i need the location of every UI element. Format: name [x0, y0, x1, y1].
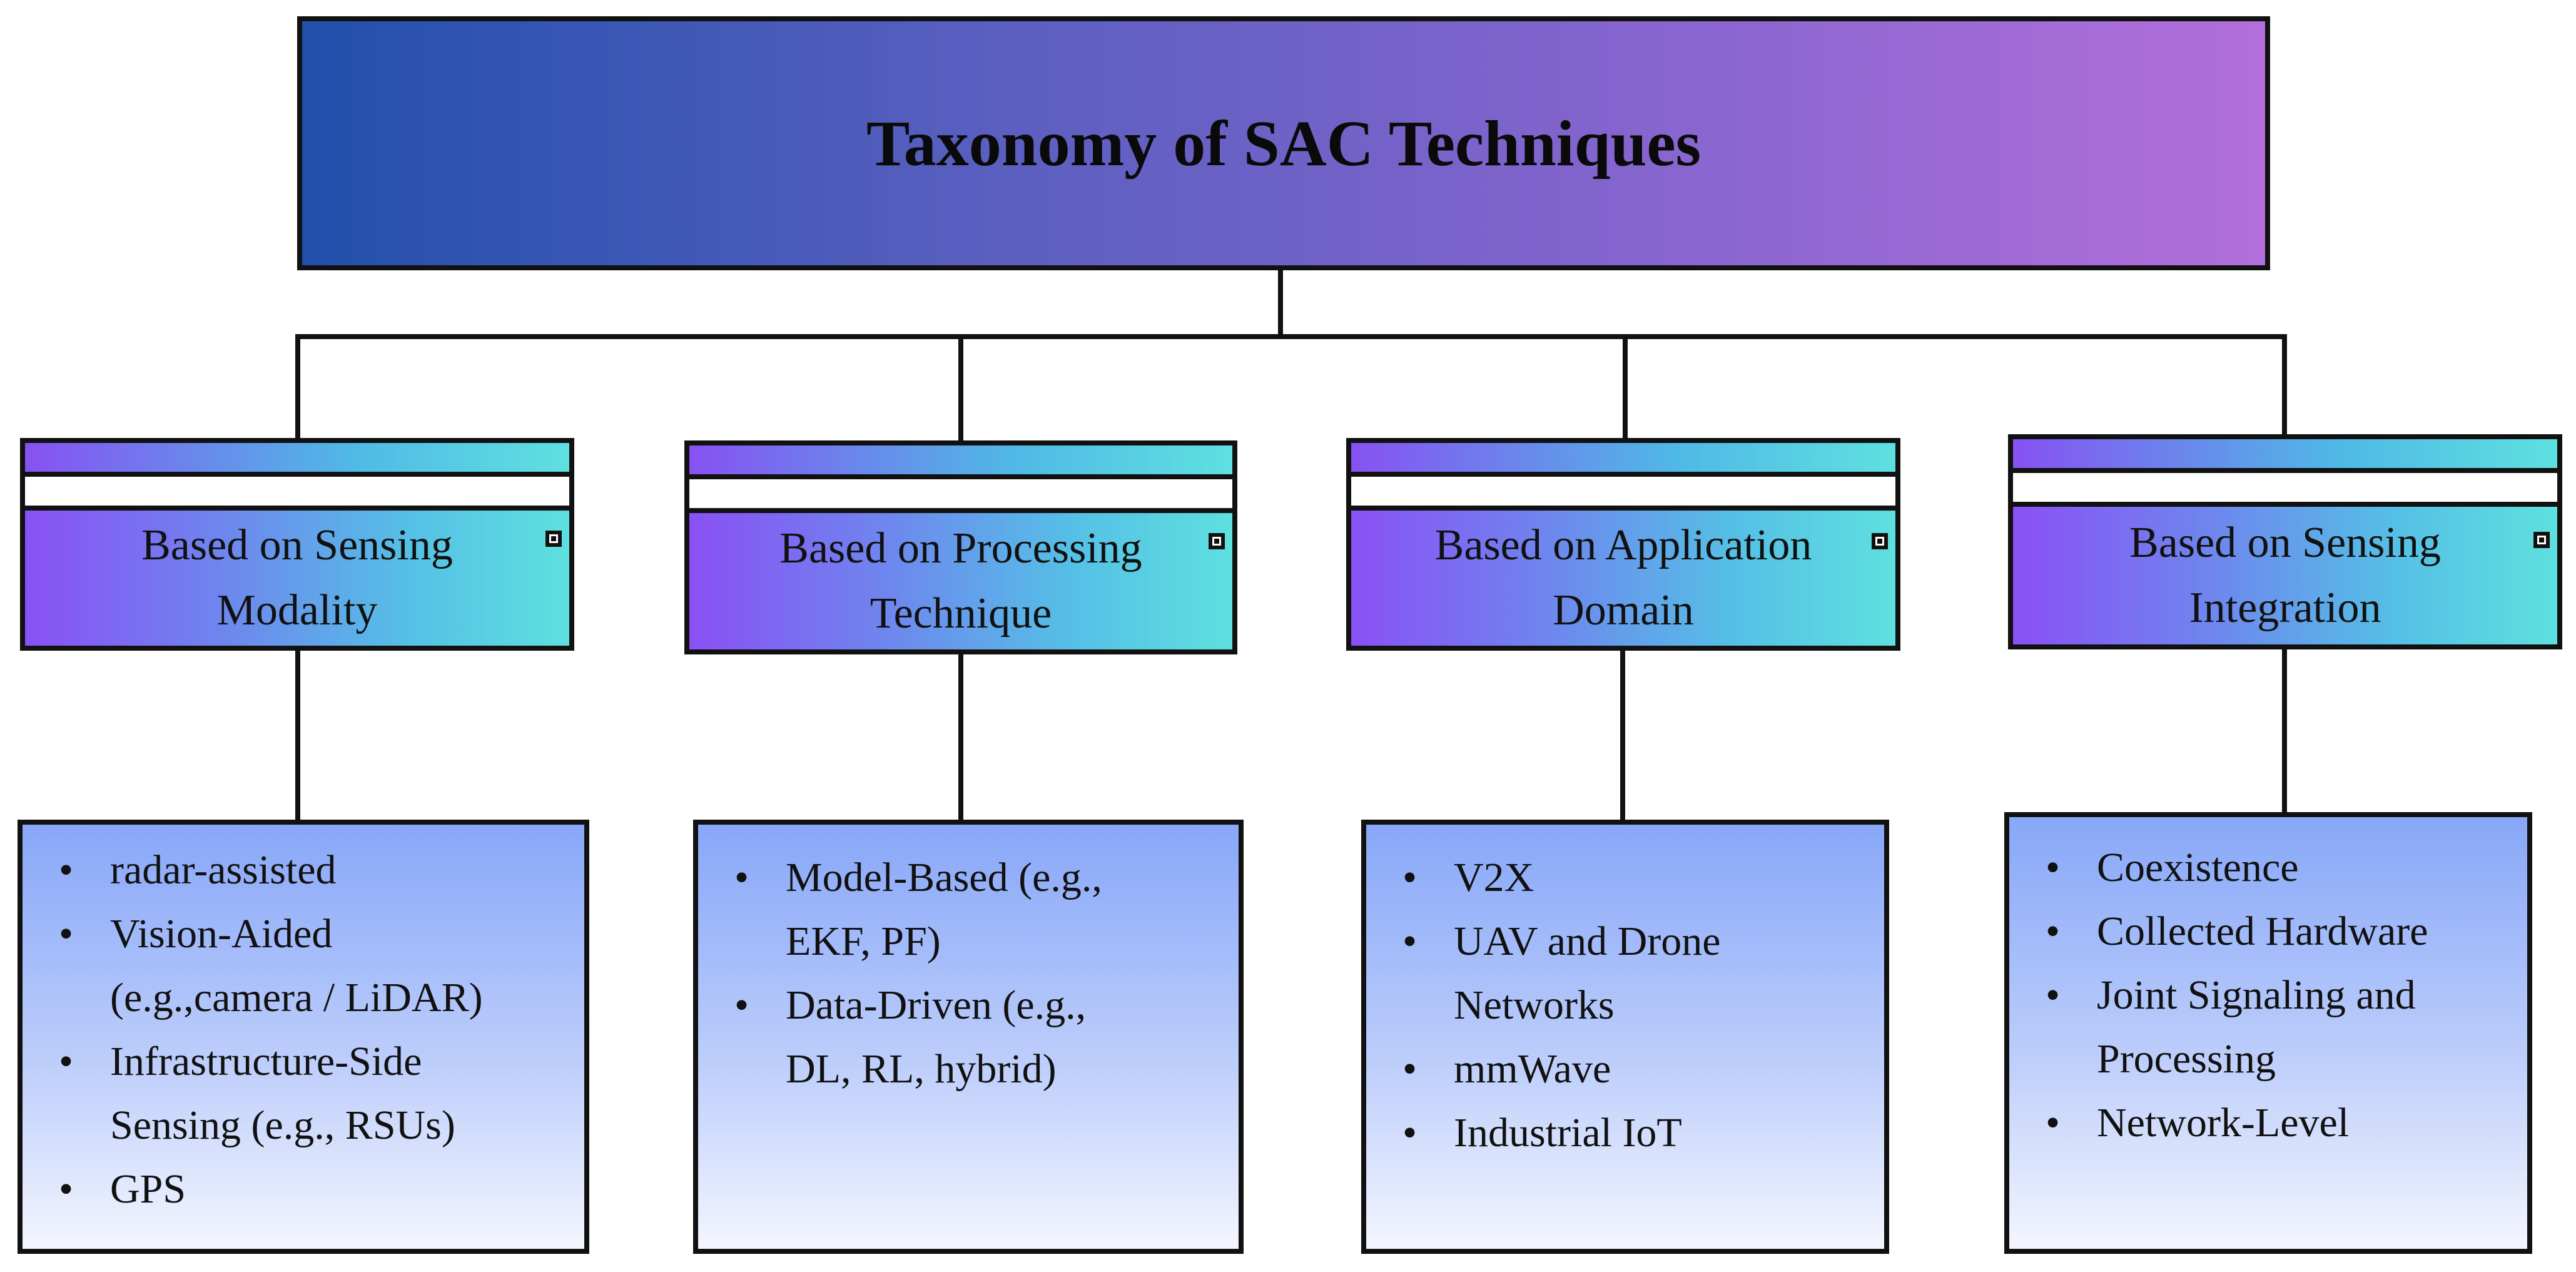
diagram-title-box: Taxonomy of SAC Techniques [297, 16, 2270, 270]
category-1-marker-icon [545, 531, 562, 547]
connector-horizontal-bus [295, 334, 2287, 339]
category-4-accent-band [2008, 434, 2562, 473]
category-3-items-box: V2X UAV and Drone Networks mmWave Indust… [1361, 820, 1889, 1254]
list-item: GPS [23, 1158, 584, 1221]
connector-drop-4 [2282, 334, 2287, 438]
connector-leaf-1 [295, 648, 300, 823]
category-3-blank-row [1346, 472, 1900, 511]
list-item: radar-assisted [23, 838, 584, 902]
category-4-blank-row [2008, 468, 2562, 507]
list-item: Network-Level [2009, 1091, 2527, 1155]
list-item: Collected Hardware [2009, 900, 2527, 964]
category-4-items-box: Coexistence Collected Hardware Joint Sig… [2004, 812, 2532, 1254]
category-2-accent-band [684, 440, 1237, 479]
category-4-marker-icon [2533, 532, 2550, 548]
category-2-header: Based on Processing Technique [684, 508, 1237, 654]
connector-drop-3 [1623, 334, 1628, 439]
category-3-marker-icon [1872, 533, 1888, 549]
category-2-label: Based on Processing Technique [779, 524, 1142, 638]
category-2-items-box: Model-Based (e.g., EKF, PF) Data-Driven … [693, 820, 1244, 1254]
connector-leaf-2 [958, 651, 963, 823]
category-3-label: Based on Application Domain [1434, 521, 1812, 634]
list-item: mmWave [1366, 1037, 1884, 1101]
category-4-header: Based on Sensing Integration [2008, 502, 2562, 649]
category-3-items: V2X UAV and Drone Networks mmWave Indust… [1366, 846, 1884, 1165]
category-4-items: Coexistence Collected Hardware Joint Sig… [2009, 836, 2527, 1155]
category-3-header: Based on Application Domain [1346, 506, 1900, 651]
category-2-marker-icon [1209, 533, 1225, 549]
list-item: Coexistence [2009, 836, 2527, 900]
list-item: Model-Based (e.g., EKF, PF) [698, 846, 1161, 974]
connector-leaf-3 [1620, 648, 1625, 823]
diagram-title: Taxonomy of SAC Techniques [866, 107, 1701, 180]
connector-drop-2 [958, 334, 963, 442]
list-item: Industrial IoT [1366, 1101, 1884, 1165]
list-item: UAV and Drone Networks [1366, 910, 1779, 1037]
category-1-label: Based on Sensing Modality [141, 521, 453, 634]
list-item: V2X [1366, 846, 1884, 910]
category-2-items: Model-Based (e.g., EKF, PF) Data-Driven … [698, 846, 1239, 1101]
category-1-items: radar-assisted Vision-Aided (e.g.,camera… [23, 838, 584, 1221]
list-item: Vision-Aided (e.g.,camera / LiDAR) [23, 902, 510, 1030]
category-4-label: Based on Sensing Integration [2129, 519, 2441, 632]
category-3-accent-band [1346, 438, 1900, 477]
category-1-accent-band [20, 438, 574, 477]
category-1-header: Based on Sensing Modality [20, 506, 574, 651]
connector-title-stem [1278, 270, 1283, 339]
list-item: Infrastructure-Side Sensing (e.g., RSUs) [23, 1030, 510, 1158]
category-1-items-box: radar-assisted Vision-Aided (e.g.,camera… [18, 820, 589, 1254]
connector-drop-1 [295, 334, 300, 439]
connector-leaf-4 [2282, 647, 2287, 816]
list-item: Joint Signaling and Processing [2009, 964, 2510, 1091]
list-item: Data-Driven (e.g., DL, RL, hybrid) [698, 974, 1161, 1101]
category-2-blank-row [684, 474, 1237, 513]
category-1-blank-row [20, 472, 574, 511]
